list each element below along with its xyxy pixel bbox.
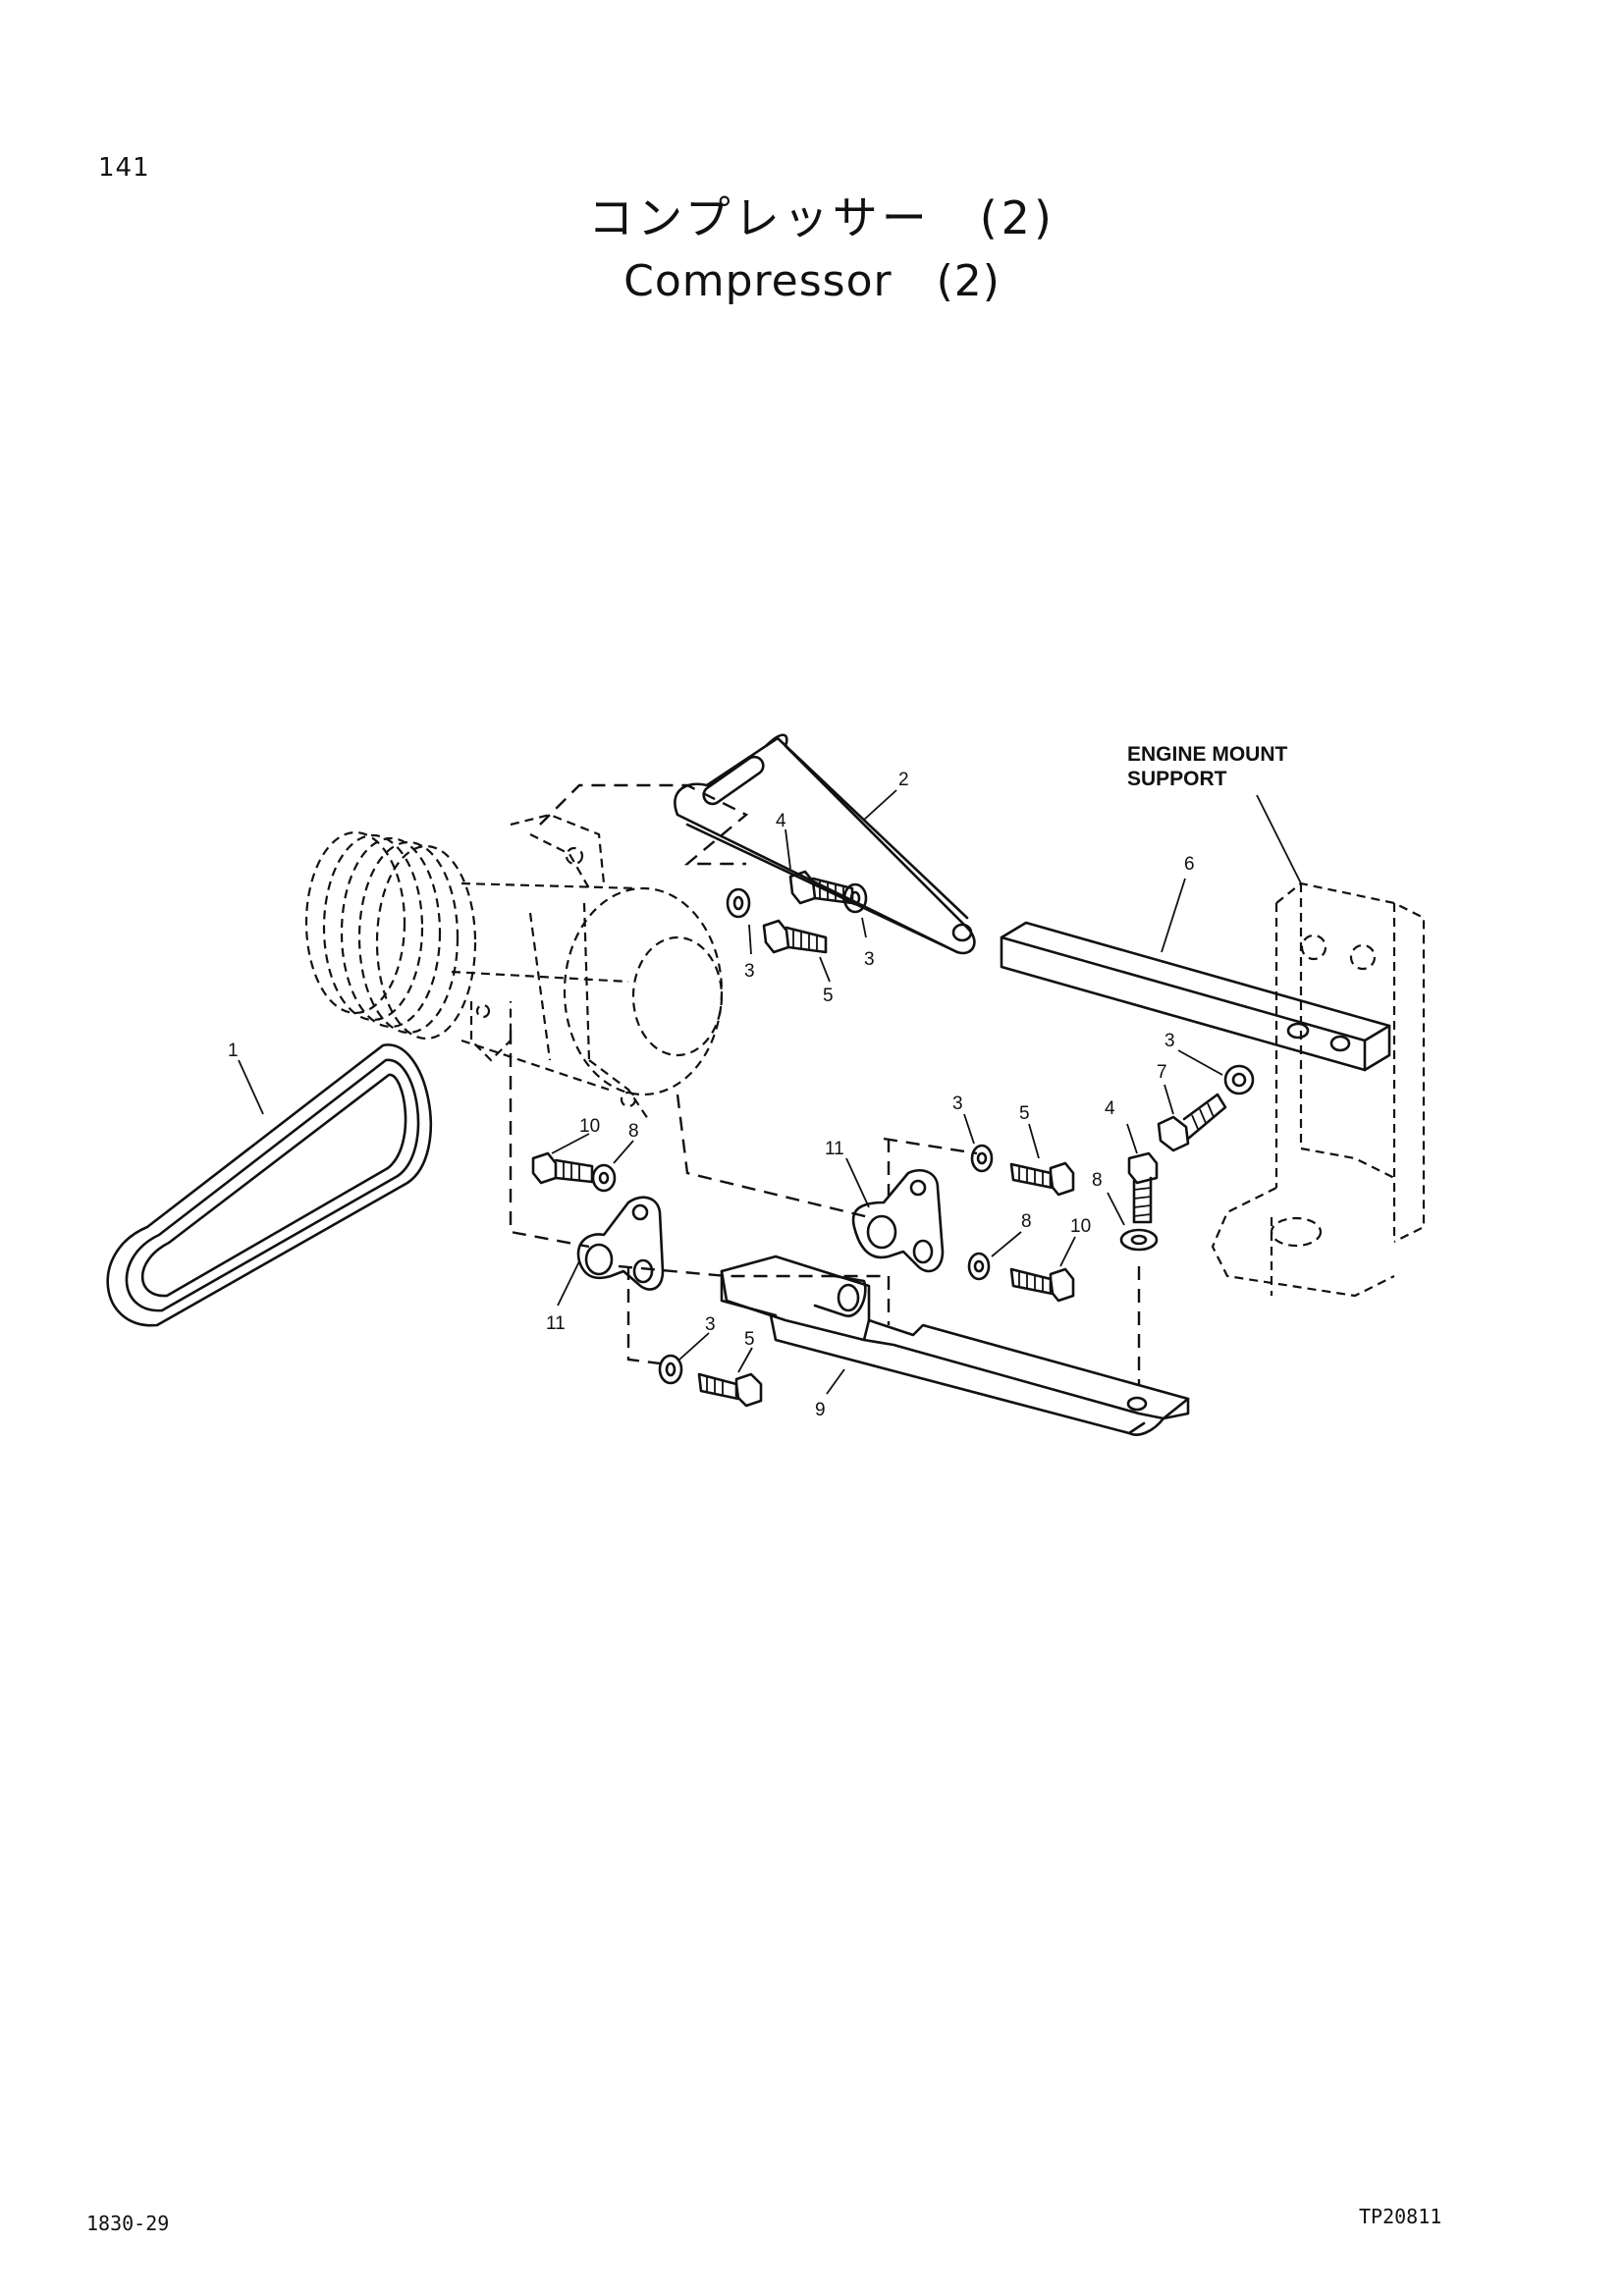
tension-plates-drawing (576, 1168, 945, 1291)
callout-washer-upper-left: 3 (744, 961, 755, 982)
adjusting-bar-drawing (1000, 921, 1391, 1072)
engine-mount-support-drawing (1211, 881, 1426, 1298)
callout-washer-upper-right: 3 (864, 949, 875, 970)
callout-washer-mid: 3 (952, 1094, 963, 1114)
callout-belt: 1 (228, 1041, 239, 1061)
base-bracket-drawing (720, 1255, 1190, 1436)
callout-washer-vertical: 8 (1092, 1170, 1103, 1191)
callout-plate-right: 11 (825, 1139, 844, 1159)
callout-washer-left: 8 (628, 1121, 639, 1142)
page-number: 141 (98, 153, 150, 183)
callout-bracket-upper: 2 (898, 770, 909, 790)
callout-washer-mid-lower: 8 (1021, 1211, 1032, 1232)
callout-bar: 6 (1184, 854, 1195, 875)
callout-bolt-mid-lower: 10 (1070, 1216, 1091, 1237)
callout-bolt-bottom: 5 (744, 1329, 755, 1350)
callout-washer-right: 3 (1164, 1031, 1175, 1051)
callout-washer-bottom: 3 (705, 1314, 716, 1335)
callout-bolt-upper-top: 4 (776, 811, 786, 831)
page-title-english: Compressor (2) (623, 256, 1001, 306)
page-title-japanese: コンプレッサー (2) (588, 191, 1056, 244)
caption-support: SUPPORT (1127, 768, 1227, 790)
callout-bolt-upper-bottom: 5 (823, 986, 834, 1006)
fasteners-drawing (531, 870, 1255, 1408)
upper-bracket-drawing (674, 733, 976, 955)
callout-labels: 1 2 4 3 3 5 6 3 7 4 8 3 5 10 8 11 8 10 1… (228, 770, 1195, 1420)
callout-bolt-left: 10 (579, 1116, 600, 1137)
caption-engine-mount: ENGINE MOUNT (1127, 743, 1288, 766)
footer-tp-code: TP20811 (1359, 2205, 1442, 2228)
callout-bolt-mid: 5 (1019, 1103, 1030, 1124)
leader-lines (238, 789, 1302, 1395)
callout-base-bracket: 9 (815, 1400, 826, 1420)
callout-plate-left: 11 (546, 1313, 566, 1334)
callout-bolt-vertical: 4 (1105, 1098, 1115, 1119)
footer-drawing-code: 1830-29 (86, 2212, 170, 2235)
compressor-phantom-drawing (304, 813, 724, 1120)
assembly-dash-lines (509, 783, 1141, 1384)
v-belt-drawing (106, 1043, 432, 1327)
callout-bolt-right: 7 (1157, 1062, 1167, 1083)
